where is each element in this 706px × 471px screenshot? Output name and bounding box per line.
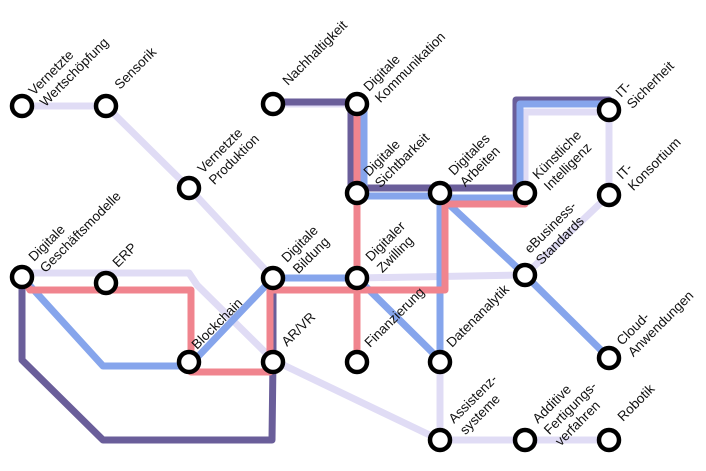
station-label: Sensorik [112, 44, 160, 92]
line-blue-main [18, 100, 613, 370]
erp-station[interactable]: ERP [93, 240, 140, 296]
svg-text:Digitale Sichtbarkeit: Digitale Sichtbarkeit [361, 118, 433, 190]
svg-text:AR/VR: AR/VR [279, 309, 319, 349]
station-label: Sicherheit [624, 58, 677, 111]
svg-text:Cloud- Anwendungen: Cloud- Anwendungen [614, 276, 697, 359]
sensorik-station[interactable]: Sensorik [93, 44, 160, 119]
svg-text:Robotik: Robotik [615, 381, 658, 424]
svg-text:eBusiness- Standards: eBusiness- Standards [522, 196, 594, 268]
svg-text:Vernetzte Produktion: Vernetzte Produktion [195, 120, 263, 188]
svg-text:Digitales Arbeiten: Digitales Arbeiten [446, 128, 507, 189]
svg-text:Sensorik: Sensorik [112, 44, 160, 92]
svg-text:ERP: ERP [110, 240, 140, 270]
svg-text:Datenanalytik: Datenanalytik [444, 281, 513, 350]
svg-text:Additive Fertigungs-: Additive Fertigungs- verfahren [530, 365, 614, 449]
robotik-station[interactable]: Robotik [596, 381, 658, 453]
arbeiten-station[interactable]: Digitales Arbeiten [427, 128, 507, 206]
svg-text:Digitaler Zwilling: Digitaler Zwilling [363, 216, 423, 276]
station-label: Datenanalytik [444, 281, 513, 350]
station-label: Konsortium [625, 135, 684, 194]
svg-text:Digitale Geschäftsmode: Digitale Geschäftsmodelle [26, 177, 124, 275]
cloud-station[interactable]: Cloud- Anwendungen [596, 276, 697, 371]
svg-text:IT- Sicherheit: IT- Sicherheit [613, 47, 678, 112]
additive-station[interactable]: Additive Fertigungs- verfahren [512, 365, 614, 453]
svg-text:Digitale Kommunikation: Digitale Kommunikation [361, 18, 449, 106]
svg-text:Digitale Bildung: Digitale Bildung [279, 220, 335, 276]
svg-text:IT- Konsortium: IT- Konsortium [614, 123, 684, 193]
kommunikation-station[interactable]: Digitale Kommunikation [344, 18, 449, 117]
station-label: Nachhaltigkeit [280, 17, 351, 88]
it-sicherheit-station[interactable]: IT- Sicherheit [596, 47, 678, 123]
svg-text:Nachhaltigkeit: Nachhaltigkeit [280, 17, 351, 88]
svg-text:Assistenz- systeme: Assistenz- systeme [446, 369, 515, 438]
station-label: AR/VR [279, 309, 319, 349]
station-label: Robotik [615, 381, 658, 424]
produktion-station[interactable]: Vernetzte Produktion [176, 120, 263, 201]
ebusiness-station[interactable]: eBusiness- Standards [512, 196, 594, 288]
svg-text:Künstliche Intelligenz: Künstliche Intelligenz [530, 125, 599, 194]
station-label: ERP [110, 240, 140, 270]
